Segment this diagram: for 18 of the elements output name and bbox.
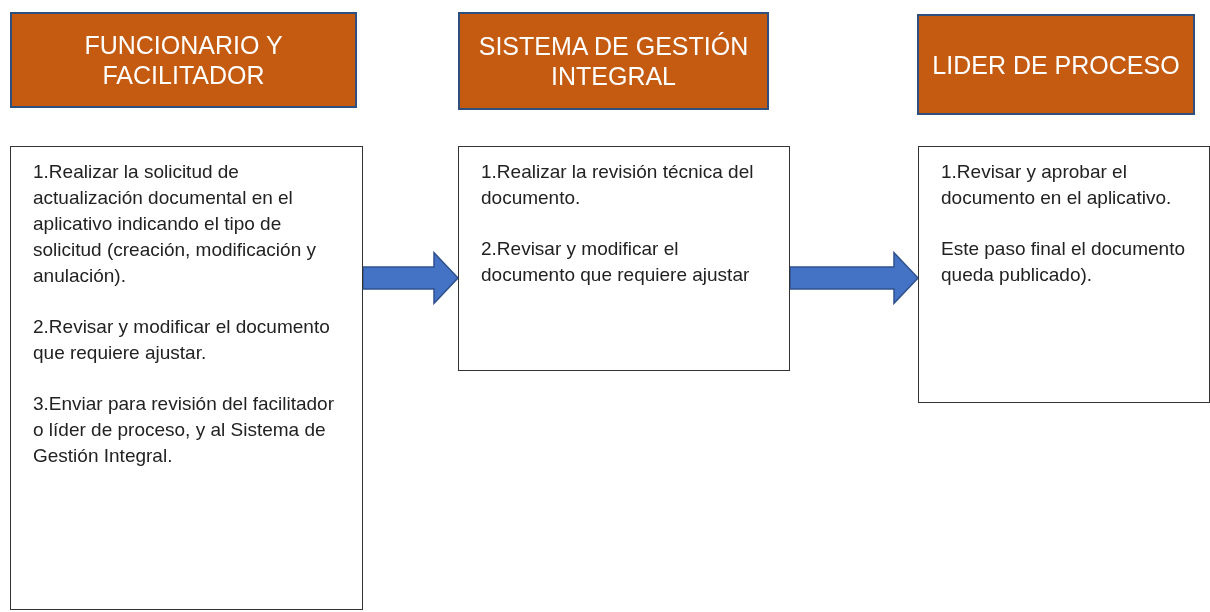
header-title: SISTEMA DE GESTIÓN INTEGRAL (477, 31, 750, 91)
header-box (10, 12, 357, 108)
step-text: 1.Realizar la revisión técnica del documento. (481, 160, 755, 210)
step-box (458, 146, 790, 371)
step-box (918, 146, 1210, 403)
block-arrow (789, 250, 920, 306)
header-box (458, 12, 769, 110)
step-text: Este paso final el documento queda publicado). (941, 237, 1186, 288)
step-box (10, 146, 363, 610)
header-box (917, 14, 1195, 115)
step-text: 2.Revisar y modificar el documento que requiere ajustar (481, 237, 751, 288)
header-title: LIDER DE PROCESO (932, 49, 1180, 80)
step-text: 2.Revisar y modificar el documento que requiere ajustar. (33, 315, 331, 366)
header-title: FUNCIONARIO Y FACILITADOR (83, 30, 284, 90)
step-text: 1.Realizar la solicitud de actualización documental en el aplicativo indicando el tipo de solicitud (creación, modificación y anulación). (33, 160, 317, 289)
block-arrow (362, 250, 460, 306)
step-text: 3.Enviar para revisión del facilitador o líder de proceso, y al Sistema de Gestión Integral. (33, 392, 335, 469)
step-text: 1.Revisar y aprobar el documento en el aplicativo. (941, 160, 1173, 210)
